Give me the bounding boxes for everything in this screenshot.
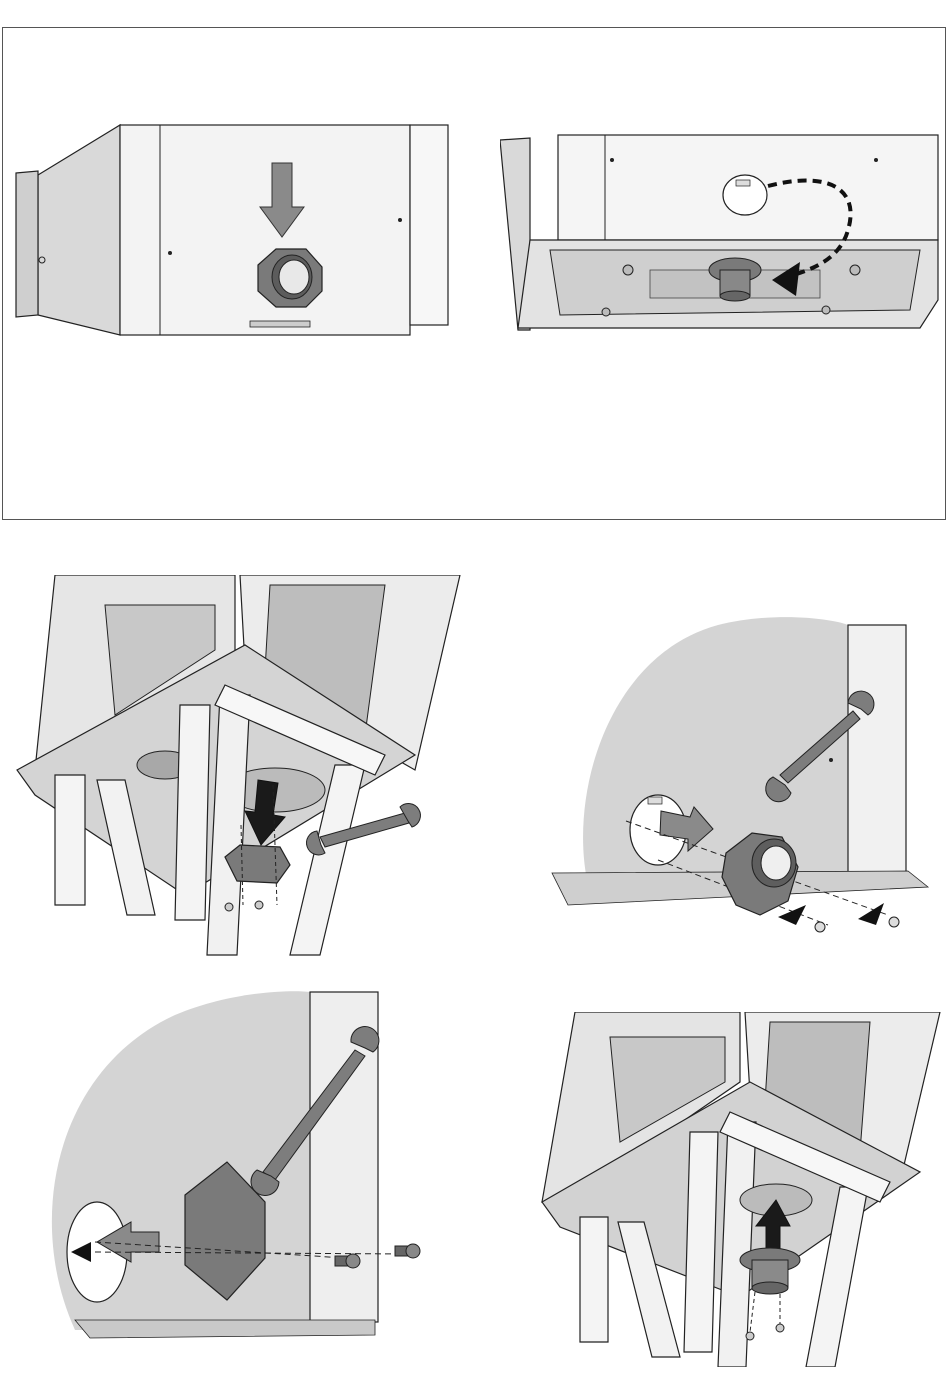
fig-top-left xyxy=(10,115,460,345)
screw-icon xyxy=(776,1324,784,1332)
screw-icon xyxy=(335,1254,360,1268)
fig-mid-right xyxy=(548,615,943,935)
screw-icon xyxy=(395,1244,420,1258)
blanking-plate-icon xyxy=(225,845,290,883)
screw-icon xyxy=(889,917,899,927)
screw-icon xyxy=(746,1332,754,1340)
screw-icon xyxy=(815,922,825,932)
fig-top-right xyxy=(500,130,945,340)
flue-collar-icon xyxy=(258,249,322,307)
fig-bottom-right xyxy=(540,1012,942,1367)
fig-mid-left xyxy=(15,575,465,957)
fig-bottom-left xyxy=(35,990,435,1340)
